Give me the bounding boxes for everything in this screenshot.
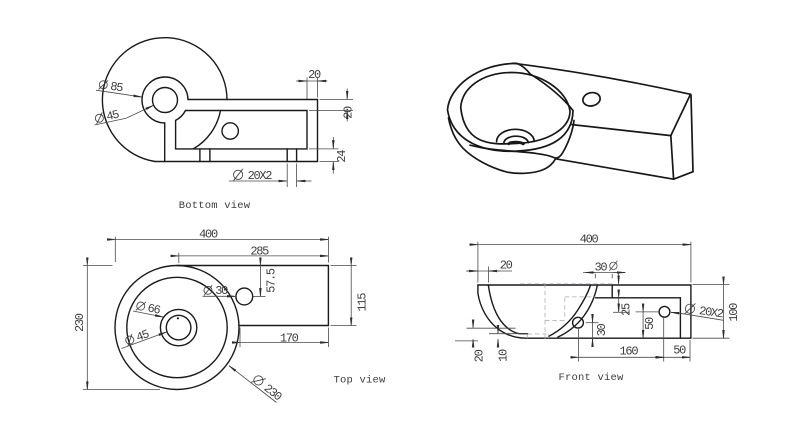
svg-text:20: 20: [342, 106, 356, 119]
svg-text:85: 85: [109, 80, 124, 96]
svg-text:230: 230: [261, 382, 284, 405]
svg-text:20X2: 20X2: [248, 169, 273, 183]
svg-text:45: 45: [134, 327, 151, 345]
svg-text:115: 115: [356, 293, 370, 312]
svg-text:400: 400: [199, 227, 218, 241]
svg-text:10: 10: [497, 349, 511, 362]
svg-text:Bottom view: Bottom view: [179, 200, 251, 212]
svg-text:30: 30: [215, 284, 228, 298]
svg-text:30: 30: [595, 324, 609, 337]
svg-text:45: 45: [105, 108, 121, 125]
svg-text:20: 20: [500, 259, 513, 273]
svg-text:20: 20: [473, 349, 487, 362]
svg-text:30: 30: [594, 260, 607, 274]
svg-text:230: 230: [73, 313, 87, 332]
svg-text:160: 160: [620, 345, 639, 359]
svg-text:50: 50: [643, 317, 657, 330]
svg-text:Front view: Front view: [559, 372, 625, 384]
svg-text:20X2: 20X2: [698, 304, 724, 321]
svg-text:20: 20: [308, 68, 321, 82]
svg-text:100: 100: [727, 303, 741, 322]
svg-text:170: 170: [280, 331, 299, 345]
svg-text:25: 25: [620, 303, 634, 316]
svg-text:66: 66: [146, 301, 162, 317]
svg-text:285: 285: [250, 244, 269, 258]
svg-text:24: 24: [335, 150, 349, 163]
svg-text:50: 50: [673, 344, 686, 358]
svg-text:Top view: Top view: [334, 375, 387, 387]
svg-text:400: 400: [580, 232, 599, 246]
svg-text:57.5: 57.5: [264, 268, 278, 293]
